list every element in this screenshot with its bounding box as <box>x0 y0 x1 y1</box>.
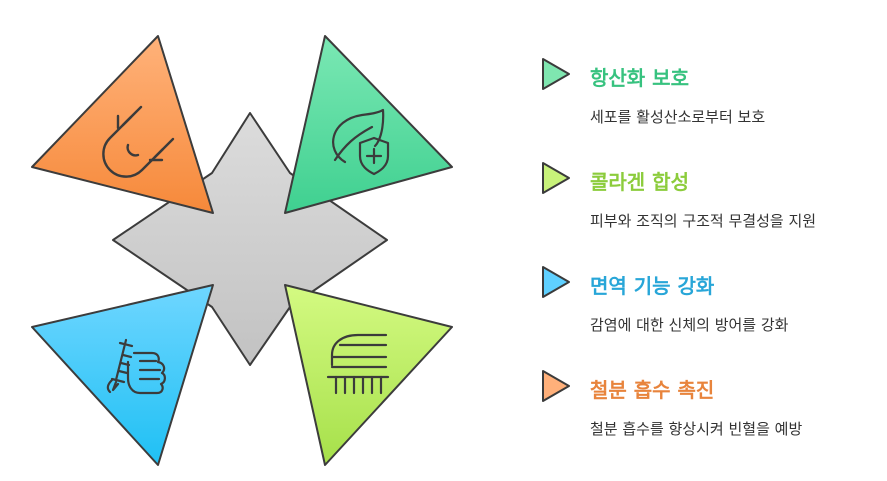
leaf-shield-icon <box>332 108 390 176</box>
benefit-title: 콜라겐 합성 <box>590 170 689 194</box>
benefit-description: 철분 흡수를 향상시켜 빈혈을 예방 <box>590 420 803 438</box>
triangle-marker-icon <box>542 162 570 194</box>
vitamin-benefits-diagram <box>31 35 453 466</box>
benefit-title: 면역 기능 강화 <box>590 274 715 298</box>
benefit-title: 철분 흡수 촉진 <box>590 378 715 402</box>
lime-triangle <box>284 284 453 466</box>
triangle-marker-icon <box>542 370 570 402</box>
benefit-title: 항산화 보호 <box>590 66 689 90</box>
green-triangle <box>284 35 453 214</box>
triangle-marker-icon <box>542 266 570 298</box>
blue-triangle <box>31 284 214 466</box>
fist-syringe-icon <box>106 338 166 395</box>
magnet-icon <box>102 105 175 178</box>
triangle-marker-icon <box>542 58 570 90</box>
benefit-description: 피부와 조직의 구조적 무결성을 지원 <box>590 212 817 230</box>
train-icon <box>326 333 390 395</box>
orange-triangle <box>31 35 214 214</box>
benefit-description: 감염에 대한 신체의 방어를 강화 <box>590 316 789 334</box>
benefit-description: 세포를 활성산소로부터 보호 <box>590 108 766 126</box>
